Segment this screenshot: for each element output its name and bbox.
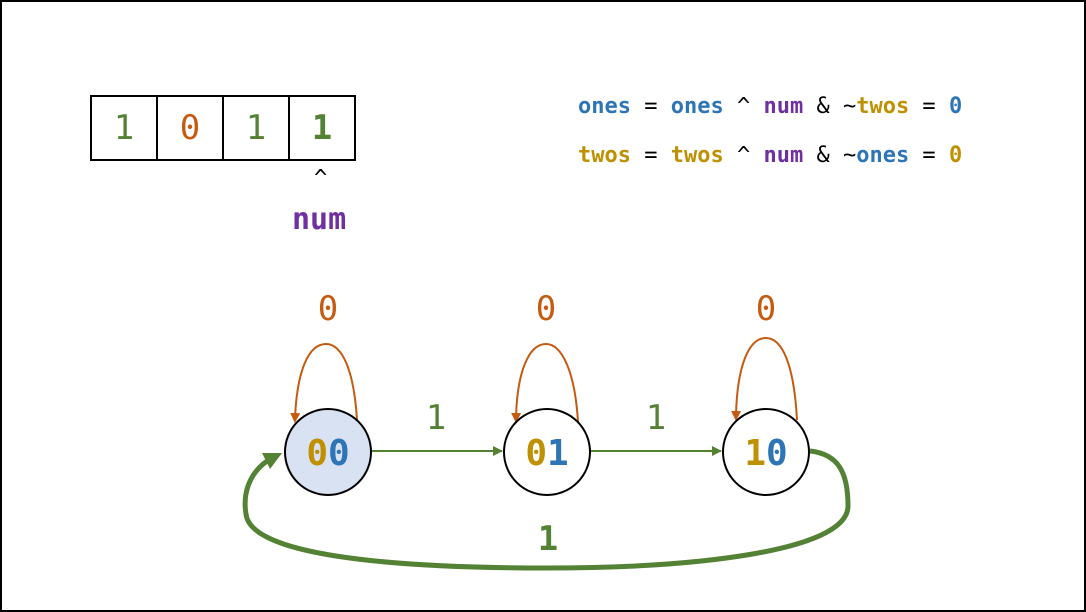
self-loop-label: 0 — [536, 289, 556, 329]
state-node — [722, 408, 810, 496]
state-label: 10 — [744, 433, 787, 474]
state-twos-bit: 0 — [525, 433, 547, 474]
state-label: 01 — [525, 433, 568, 474]
eq-num: num — [763, 94, 804, 119]
eq-operand: ones — [856, 143, 910, 168]
state-node — [503, 408, 591, 496]
bit-array: 1 0 1 1 — [90, 95, 356, 161]
eq-operand: ones — [670, 94, 724, 119]
pointer-label: num — [292, 202, 347, 237]
state-twos-bit: 0 — [306, 433, 328, 474]
pointer-caret: ^ — [314, 166, 328, 191]
state-ones-bit: 1 — [547, 433, 569, 474]
return-label: 1 — [538, 519, 558, 559]
bit-cell: 0 — [158, 97, 224, 159]
state-ones-bit: 0 — [766, 433, 788, 474]
eq-operator: = — [630, 94, 671, 119]
self-loop-label: 0 — [756, 289, 776, 329]
state-twos-bit: 1 — [744, 433, 766, 474]
self-loop-arrow — [290, 342, 358, 423]
eq-operator: & ~ — [803, 94, 857, 119]
eq-result: 0 — [948, 143, 963, 168]
bit-cell: 1 — [92, 97, 158, 159]
transition-label: 1 — [426, 398, 446, 438]
self-loop-arrow — [731, 336, 798, 421]
self-loop-label: 0 — [318, 289, 338, 329]
eq-result: 0 — [948, 94, 963, 119]
eq-operator: = — [909, 94, 949, 119]
ones-equation: ones = ones ^ num & ~twos = 0 — [578, 94, 962, 119]
return-arrow — [242, 448, 851, 571]
eq-operator: = — [909, 143, 949, 168]
bit-cell: 1 — [224, 97, 290, 159]
state-node-active — [284, 408, 372, 496]
eq-lhs: twos — [578, 143, 631, 168]
eq-operator: = — [630, 143, 671, 168]
state-ones-bit: 0 — [328, 433, 350, 474]
eq-num: num — [763, 143, 804, 168]
state-label: 00 — [306, 433, 349, 474]
bit-cell-current: 1 — [311, 108, 333, 148]
twos-equation: twos = twos ^ num & ~ones = 0 — [578, 143, 962, 168]
eq-lhs: ones — [578, 94, 631, 119]
eq-operator: & ~ — [803, 143, 857, 168]
eq-operand: twos — [856, 94, 910, 119]
eq-operator: ^ — [723, 143, 764, 168]
eq-operand: twos — [670, 143, 724, 168]
self-loop-arrow — [511, 342, 579, 423]
transition-label: 1 — [646, 398, 666, 438]
eq-operator: ^ — [723, 94, 764, 119]
